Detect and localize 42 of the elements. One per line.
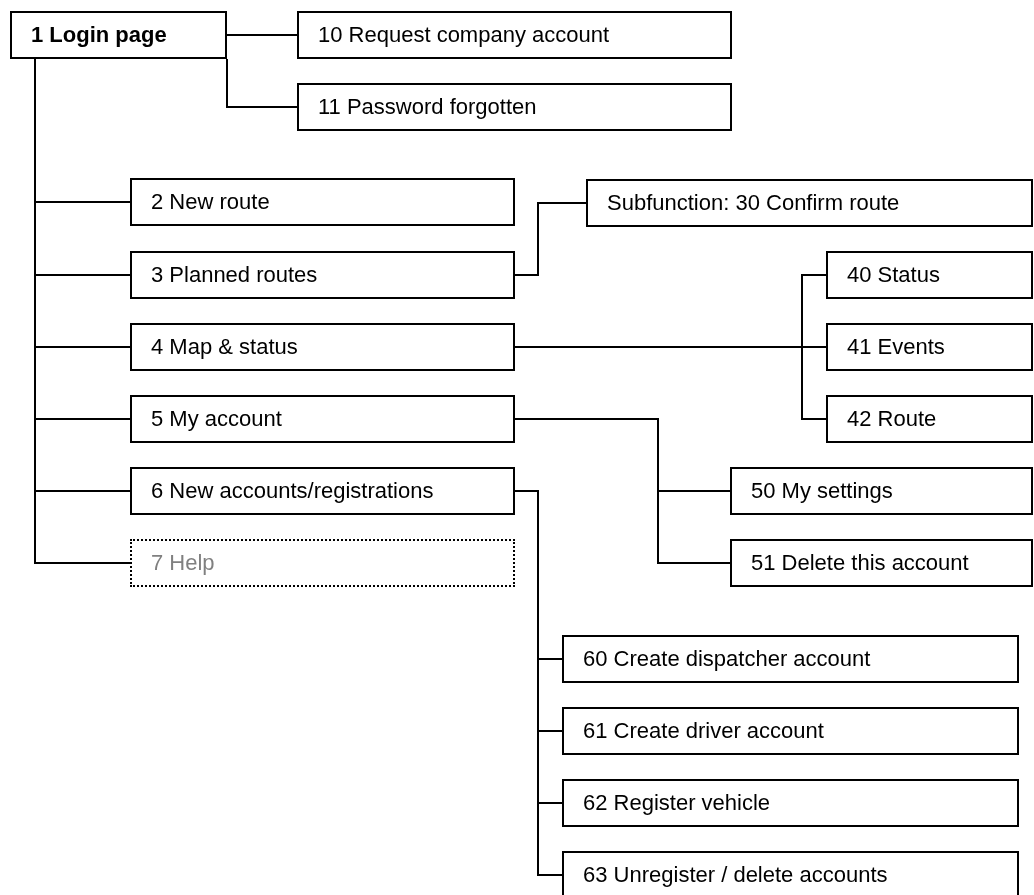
page-label: 6 New accounts/registrations [151, 478, 434, 504]
page-box [826, 323, 1033, 371]
connector-line [226, 58, 298, 108]
optional-page-box [130, 539, 515, 587]
page-box [826, 251, 1033, 299]
page-box [10, 11, 227, 59]
page-label: 51 Delete this account [751, 550, 969, 576]
page-label: 10 Request company account [318, 22, 610, 48]
connector-line [226, 34, 298, 36]
page-box [730, 467, 1033, 515]
page-label: 1 Login page [31, 22, 167, 48]
page-box [562, 779, 1019, 827]
page-box [562, 851, 1019, 895]
page-box [730, 539, 1033, 587]
page-box [562, 707, 1019, 755]
page-box [297, 83, 732, 131]
page-label: 7 Help [151, 550, 215, 576]
page-box [130, 467, 515, 515]
page-box [826, 395, 1033, 443]
page-label: 5 My account [151, 406, 282, 432]
page-label: 42 Route [847, 406, 937, 432]
page-label: 62 Register vehicle [583, 790, 771, 816]
page-label: 63 Unregister / delete accounts [583, 862, 888, 888]
page-box [130, 178, 515, 226]
page-label: 40 Status [847, 262, 940, 288]
page-box [562, 635, 1019, 683]
page-label: 11 Password forgotten [318, 94, 537, 120]
connector-line [514, 418, 731, 564]
page-box [297, 11, 732, 59]
page-label: 41 Events [847, 334, 945, 360]
page-label: 4 Map & status [151, 334, 298, 360]
connector-line [514, 202, 587, 276]
page-box [586, 179, 1033, 227]
page-box [130, 251, 515, 299]
page-box [130, 323, 515, 371]
page-label: 61 Create driver account [583, 718, 824, 744]
page-label: 2 New route [151, 189, 270, 215]
page-label: 50 My settings [751, 478, 893, 504]
page-box [130, 395, 515, 443]
page-label: 3 Planned routes [151, 262, 318, 288]
page-label: Subfunction: 30 Confirm route [607, 190, 900, 216]
page-label: 60 Create dispatcher account [583, 646, 871, 672]
